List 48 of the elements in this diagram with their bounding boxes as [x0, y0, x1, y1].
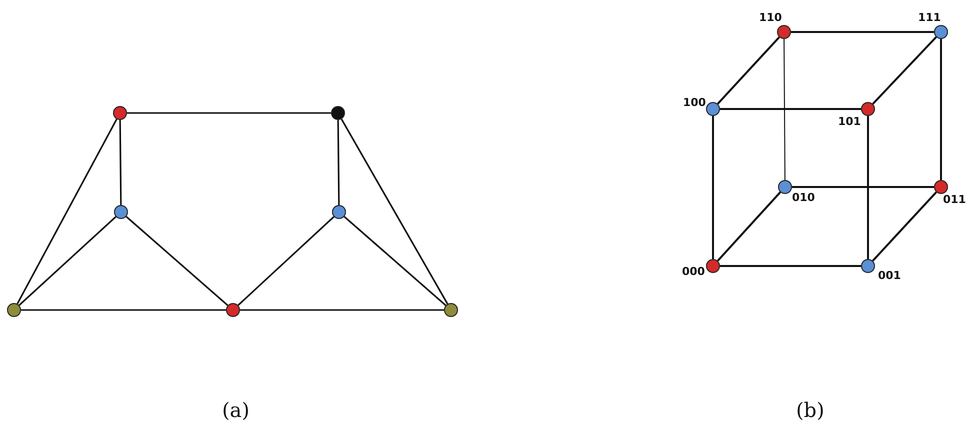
panel-label: (a)	[222, 400, 250, 420]
panel-label: (b)	[796, 400, 824, 420]
graph-edge	[872, 191, 937, 262]
vertex-label: 100	[683, 97, 706, 108]
vertex-circle	[331, 106, 345, 120]
vertex-circle	[778, 180, 792, 194]
graph-edge	[337, 120, 340, 205]
vertex-circle	[444, 303, 458, 317]
vertex-circle	[706, 259, 720, 273]
vertex-circle	[226, 303, 240, 317]
graph-edge	[784, 38, 786, 180]
graph-edge	[340, 118, 448, 304]
graph-edge	[712, 116, 714, 259]
vertex-circle	[777, 25, 791, 39]
vertex-circle	[861, 259, 875, 273]
vertex-circle	[113, 106, 127, 120]
vertex-label: 011	[943, 194, 966, 205]
graph-edge	[872, 36, 937, 105]
vertex-circle	[934, 180, 948, 194]
vertex-label: 000	[682, 266, 705, 277]
vertex-circle	[861, 102, 875, 116]
graph-edge	[240, 309, 444, 311]
vertex-label: 010	[792, 192, 815, 203]
vertex-circle	[114, 205, 128, 219]
graph-edge	[720, 265, 861, 267]
graph-edge	[127, 112, 331, 114]
vertex-label: 101	[838, 116, 861, 127]
graph-edge	[21, 309, 226, 311]
graph-edge	[18, 216, 116, 306]
graph-edge	[867, 116, 869, 259]
graph-edge	[716, 192, 782, 262]
vertex-circle	[934, 25, 948, 39]
graph-edge	[791, 31, 934, 33]
graph-edge	[16, 118, 118, 304]
vertex-label: 111	[918, 12, 941, 23]
graph-edge	[238, 216, 334, 306]
vertex-circle	[7, 303, 21, 317]
graph-edge	[119, 120, 122, 205]
graph-edge	[940, 39, 942, 180]
vertex-circle	[706, 102, 720, 116]
graph-edge	[126, 216, 228, 306]
vertex-circle	[332, 205, 346, 219]
graph-edge	[720, 108, 861, 110]
graph-edge	[717, 36, 780, 105]
vertex-label: 110	[759, 12, 782, 23]
graph-edge	[792, 186, 934, 188]
graph-edge	[344, 216, 446, 306]
vertex-label: 001	[878, 270, 901, 281]
